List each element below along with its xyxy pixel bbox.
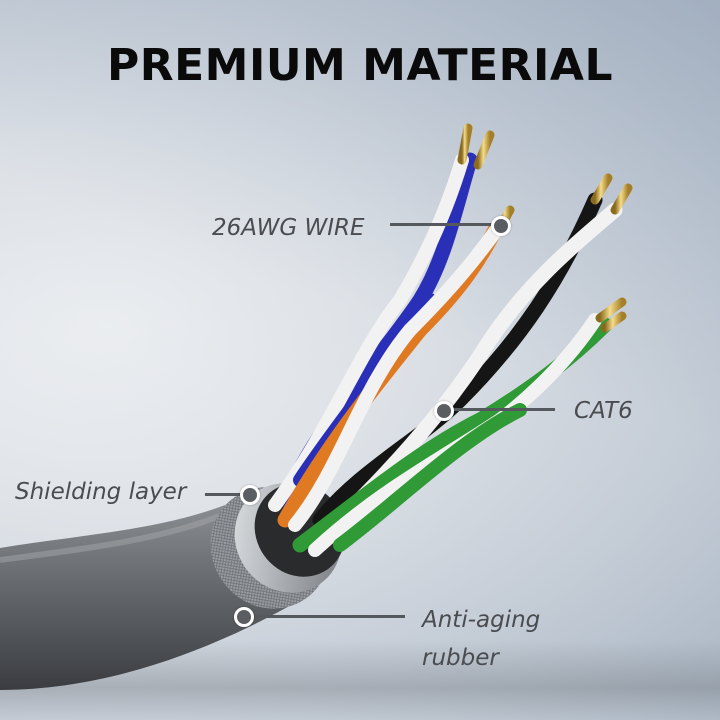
page-title: PREMIUM MATERIAL bbox=[106, 40, 613, 91]
callout-marker-26awg-wire bbox=[491, 216, 511, 236]
callout-label-26awg-wire: 26AWG WIRE bbox=[212, 215, 365, 241]
callout-label-line1: Anti-aging bbox=[422, 607, 541, 633]
callout-leader-26awg-wire bbox=[390, 223, 500, 226]
wires bbox=[268, 152, 623, 557]
callout-label-cat6: CAT6 bbox=[574, 398, 633, 424]
callout-label-shielding-layer: Shielding layer bbox=[15, 479, 187, 505]
callout-leader-cat6 bbox=[445, 408, 555, 411]
callout-marker-shielding-layer bbox=[240, 485, 260, 505]
callout-marker-cat6 bbox=[434, 401, 454, 421]
callout-label-line2: rubber bbox=[422, 645, 499, 671]
callout-label-anti-aging-rubber: Anti-aging rubber bbox=[422, 605, 540, 673]
callout-leader-anti-aging-rubber bbox=[250, 615, 405, 618]
callout-marker-anti-aging-rubber bbox=[234, 607, 254, 627]
callout-leader-shielding-layer bbox=[205, 493, 250, 496]
